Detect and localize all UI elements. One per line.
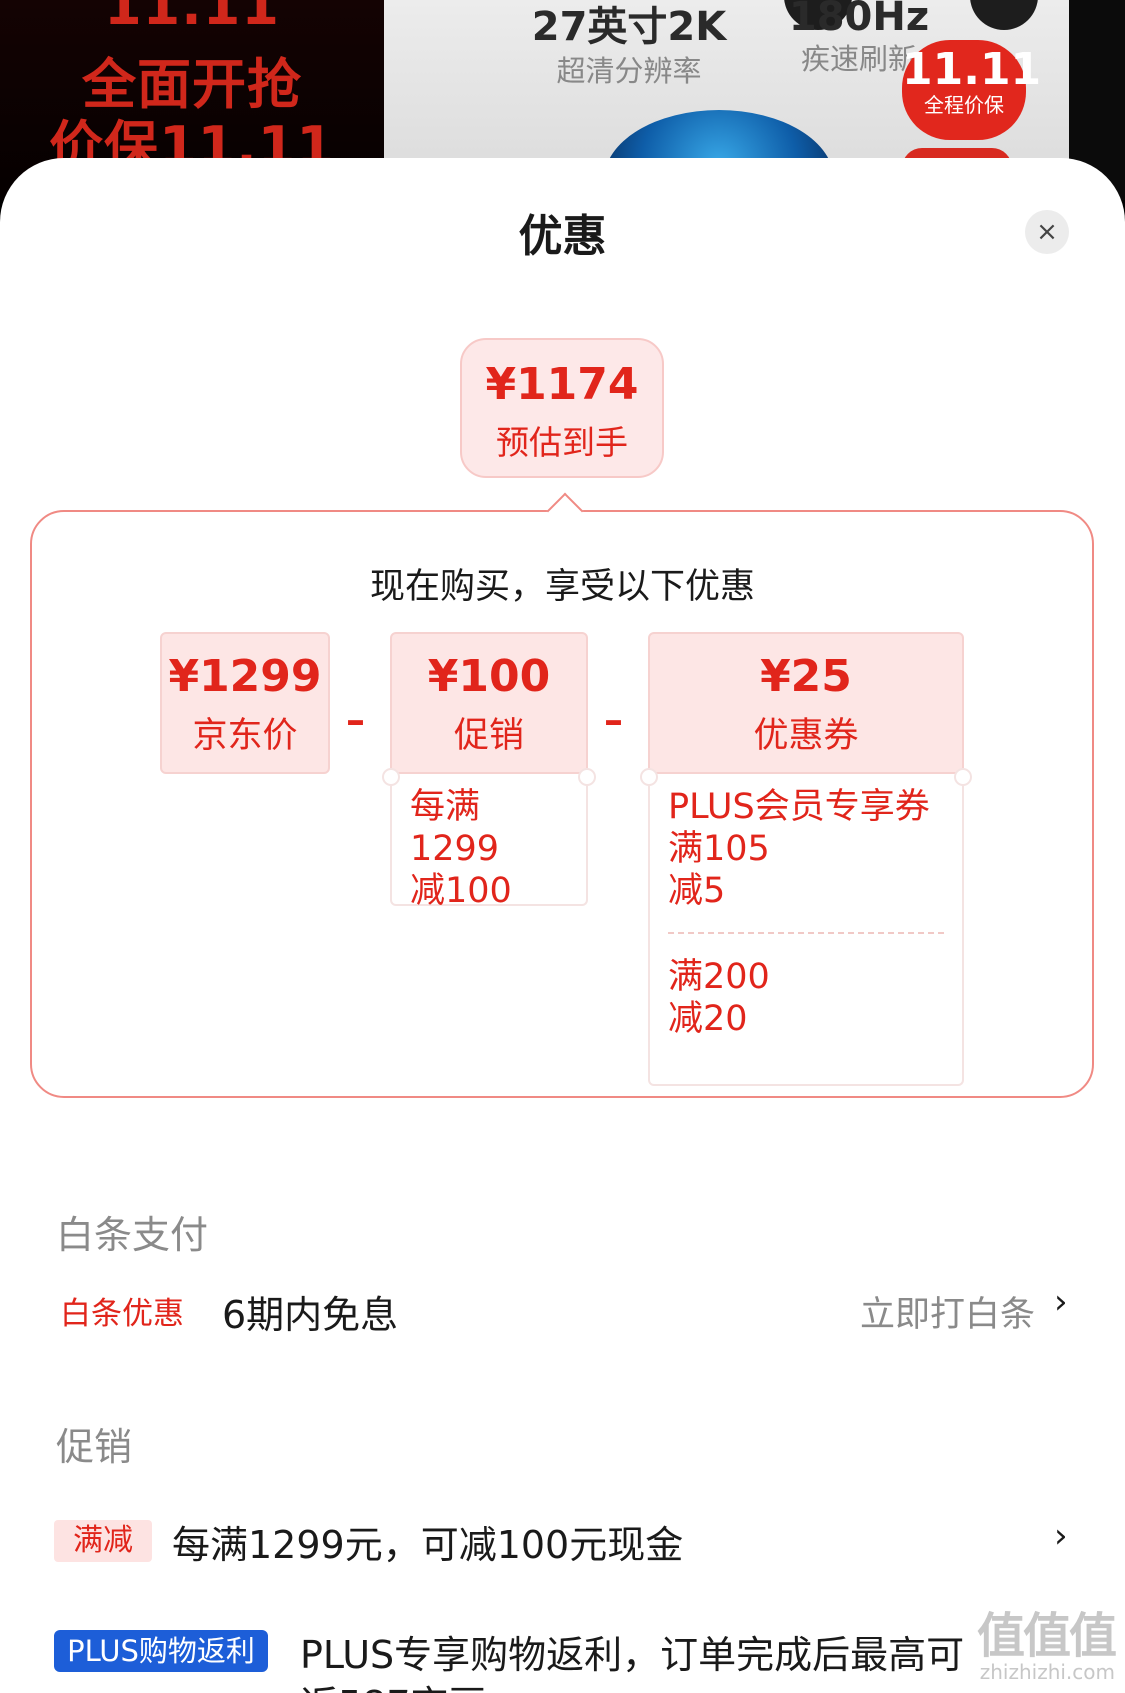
coupon-detail-line: 满200 bbox=[668, 957, 770, 997]
plus-rebate-tag: PLUS购物返利 bbox=[54, 1630, 268, 1672]
promotion-text: 每满1299元，可减100元现金 bbox=[172, 1523, 684, 1567]
estimated-price-label: 预估到手 bbox=[496, 423, 628, 462]
coupon-card: ¥25 优惠券 bbox=[648, 632, 964, 774]
minus-sign: – bbox=[604, 698, 623, 742]
promo-label: 促销 bbox=[453, 716, 524, 756]
spec-refresh: 180Hz 疾速刷新 bbox=[774, 0, 944, 78]
sheet-title: 优惠 bbox=[518, 211, 607, 262]
coupon-detail-line: 减20 bbox=[668, 999, 748, 1039]
spec-refresh-label: 疾速刷新 bbox=[800, 42, 917, 76]
coupon-value: ¥25 bbox=[760, 651, 852, 702]
coupon-detail-line: PLUS会员专享券 bbox=[668, 787, 930, 827]
coupon-divider bbox=[668, 932, 944, 934]
coupon-label: 优惠券 bbox=[753, 716, 859, 756]
promo-card: ¥100 促销 bbox=[390, 632, 588, 774]
breakdown-subtitle: 现在购买，享受以下优惠 bbox=[369, 567, 755, 607]
watermark-logo: 值值值 bbox=[976, 1608, 1117, 1664]
jd-price-label: 京东价 bbox=[192, 716, 298, 756]
spec-resolution-value: 27英寸2K bbox=[531, 4, 727, 50]
spec-resolution: 27英寸2K 超清分辨率 bbox=[524, 0, 734, 90]
watermark-url: zhizhizhi.com bbox=[979, 1660, 1115, 1684]
plus-rebate-text: PLUS专享购物返利，订单完成后最高可 bbox=[300, 1633, 965, 1677]
promo-detail: 每满1299 减100 bbox=[390, 774, 588, 911]
chevron-right-icon: › bbox=[1054, 1282, 1068, 1322]
close-button[interactable]: × bbox=[1025, 210, 1069, 254]
baitiao-section-title: 白条支付 bbox=[56, 1213, 209, 1257]
promo-detail-line: 减100 bbox=[410, 871, 512, 911]
baitiao-tag: 白条优惠 bbox=[60, 1296, 184, 1332]
coupon-detail: PLUS会员专享券 满105 减5 满200 减20 bbox=[648, 774, 964, 1086]
badge-protect-text: 全程价保 bbox=[924, 93, 1004, 117]
ticket-notch bbox=[954, 768, 972, 786]
chevron-right-icon: › bbox=[1054, 1516, 1068, 1556]
jd-price-value: ¥1299 bbox=[168, 651, 322, 702]
coupon-detail-line: 减5 bbox=[668, 871, 726, 911]
promotion-section-title: 促销 bbox=[56, 1425, 133, 1469]
banner-promo-line: 全面开抢 bbox=[82, 53, 302, 116]
estimated-price: ¥1174 bbox=[485, 359, 639, 410]
badge-1111-text: 11.11 bbox=[902, 44, 1042, 95]
baitiao-text: 6期内免息 bbox=[222, 1293, 399, 1337]
discount-sheet: 优惠 × ¥1174 预估到手 现在购买，享受以下优惠 ¥1299 京东价 – … bbox=[0, 158, 1125, 1693]
price-protect-badge: 11.11 全程价保 bbox=[902, 40, 1042, 140]
promotion-tag: 满减 bbox=[54, 1520, 152, 1562]
plus-rebate-text-line2: 返587京豆 bbox=[300, 1674, 487, 1693]
promo-value: ¥100 bbox=[427, 651, 551, 702]
ticket-notch bbox=[382, 768, 400, 786]
banner-dot bbox=[970, 0, 1038, 30]
site-watermark: 值值值 zhizhizhi.com bbox=[976, 1608, 1117, 1684]
minus-sign: – bbox=[346, 698, 365, 742]
close-icon: × bbox=[1036, 217, 1058, 247]
baitiao-action-link[interactable]: 立即打白条 bbox=[860, 1295, 1036, 1335]
promo-detail-line: 每满1299 bbox=[410, 787, 500, 869]
coupon-detail-line: 满105 bbox=[668, 829, 770, 869]
ticket-notch bbox=[578, 768, 596, 786]
spec-refresh-value: 180Hz bbox=[788, 0, 930, 40]
banner-promo-line: 11.11 bbox=[104, 0, 280, 37]
jd-price-card: ¥1299 京东价 bbox=[160, 632, 330, 774]
ticket-notch bbox=[640, 768, 658, 786]
spec-resolution-label: 超清分辨率 bbox=[556, 54, 702, 88]
estimated-price-pill: ¥1174 预估到手 bbox=[460, 338, 664, 478]
